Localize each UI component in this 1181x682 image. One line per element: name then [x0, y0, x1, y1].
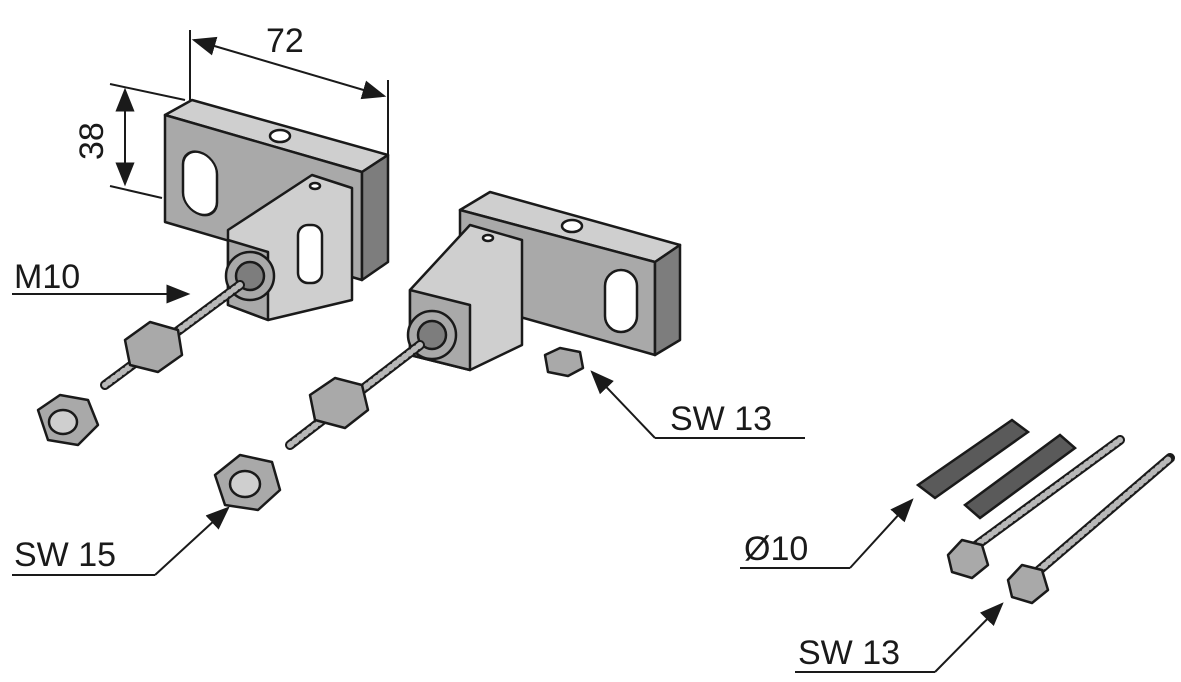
wood-screws: [946, 435, 1175, 605]
leader-sw13-screw: SW 13: [795, 602, 1004, 673]
dimension-height: 38: [73, 83, 186, 199]
left-threaded-bolt: [36, 250, 276, 447]
right-threaded-bolt: [213, 309, 458, 512]
wall-plugs: [915, 418, 1077, 520]
dimension-width: 72: [189, 22, 389, 160]
leader-m10: M10: [12, 258, 191, 304]
label-sw13-adjust: SW 13: [670, 400, 772, 438]
dimension-height-label: 38: [73, 122, 111, 160]
right-adjust-foot-nut: [543, 346, 585, 378]
label-diameter: Ø10: [744, 530, 808, 568]
right-bolt-nut: [308, 376, 370, 430]
leader-diameter: Ø10: [740, 498, 914, 569]
leader-sw13-adjust: SW 13: [590, 370, 805, 439]
leader-sw15: SW 15: [12, 506, 230, 576]
label-m10: M10: [14, 258, 80, 296]
left-adjust-nut: [123, 320, 184, 374]
label-sw15: SW 15: [14, 536, 116, 574]
dimension-width-label: 72: [266, 22, 304, 60]
left-bracket: [163, 98, 390, 322]
label-sw13-screw: SW 13: [798, 634, 900, 672]
